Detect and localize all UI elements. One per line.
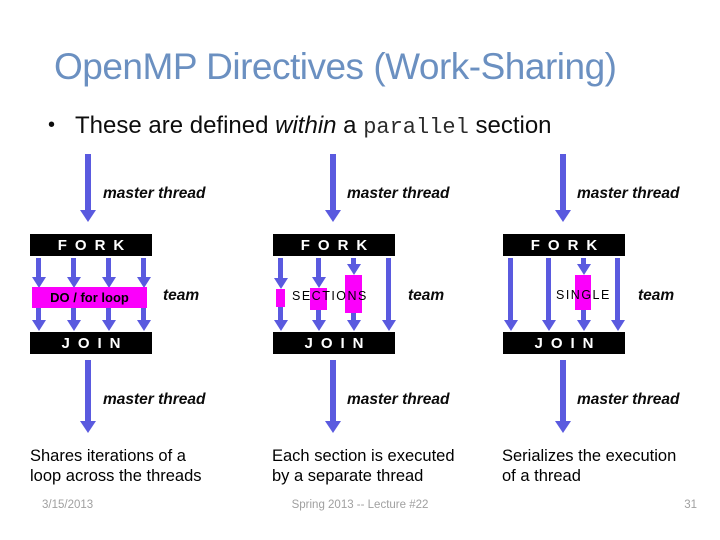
thread-arrow [136,258,151,288]
caption-line: Shares iterations of a [30,447,186,465]
thread-arrow [576,310,591,331]
thread-arrow [66,308,81,331]
thread-arrow [101,308,116,331]
thread-arrow [101,258,116,288]
caption-do-for-loop: Shares iterations of a loop across the t… [30,446,242,486]
bullet-marker: • [48,114,56,136]
thread-arrow [273,307,288,331]
master-thread-label-bottom: master thread [577,391,680,408]
bullet-text-mid: a [336,112,364,139]
slide-title: OpenMP Directives (Work-Sharing) [54,46,617,87]
thread-arrow [610,258,625,331]
caption-line: Serializes the execution [502,447,677,465]
bullet-text: These are defined within a parallel sect… [75,112,552,140]
work-box-section-3 [345,275,362,313]
fork-bar: FORK [503,234,625,256]
bullet-text-italic: within [275,112,337,139]
thread-arrow [346,258,361,275]
caption-line: of a thread [502,467,581,485]
footer-date: 3/15/2013 [42,499,94,511]
bullet-text-before: These are defined [75,112,276,139]
thread-arrow [311,258,326,288]
caption-single: Serializes the execution of a thread [502,446,714,486]
join-bar: JOIN [273,332,395,354]
master-thread-label-bottom: master thread [347,391,450,408]
master-thread-arrow-top [80,154,96,222]
master-thread-label-top: master thread [347,185,450,202]
fork-bar: FORK [273,234,395,256]
caption-line: loop across the threads [30,467,202,485]
master-thread-arrow-top [555,154,571,222]
work-box-section-1 [276,289,285,307]
footer-course: Spring 2013 -- Lecture #22 [291,499,429,511]
caption-sections: Each section is executed by a separate t… [272,446,484,486]
thread-arrow [346,313,361,331]
caption-line: Each section is executed [272,447,455,465]
thread-arrow [66,258,81,288]
team-label: team [638,287,675,304]
fork-bar: FORK [30,234,152,256]
thread-arrow [273,258,288,289]
footer-page-number: 31 [684,499,697,511]
work-box-label: DO / for loop [50,290,129,305]
bullet-text-after: section [468,112,552,139]
work-box-do-for-loop: DO / for loop [32,287,147,308]
master-thread-arrow-bottom [80,360,96,433]
thread-arrow [31,258,46,288]
work-box-label: SINGLE [556,288,611,302]
master-thread-label-bottom: master thread [103,391,206,408]
thread-arrow [311,310,326,331]
thread-arrow [541,258,556,331]
join-bar: JOIN [503,332,625,354]
master-thread-arrow-top [325,154,341,222]
join-bar: JOIN [30,332,152,354]
work-box-section-2 [310,288,327,310]
team-label: team [408,287,445,304]
master-thread-arrow-bottom [555,360,571,433]
thread-arrow [381,258,396,331]
bullet-text-code: parallel [363,115,469,140]
work-box-label: SECTIONS [292,289,368,303]
team-label: team [163,287,200,304]
master-thread-arrow-bottom [325,360,341,433]
master-thread-label-top: master thread [103,185,206,202]
work-box-single [575,275,591,310]
thread-arrow [136,308,151,331]
master-thread-label-top: master thread [577,185,680,202]
caption-line: by a separate thread [272,467,424,485]
thread-arrow [31,308,46,331]
thread-arrow [503,258,518,331]
thread-arrow [576,258,591,275]
